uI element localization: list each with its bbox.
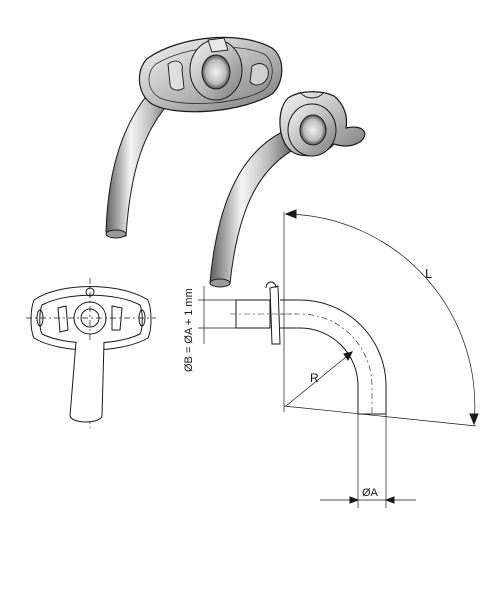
tube1-lock-right [249, 63, 269, 86]
tube2-flange-notch [299, 91, 325, 99]
label-length: L [425, 266, 432, 281]
front-view-stem [69, 341, 105, 423]
side-view-flange [269, 285, 281, 345]
front-view-plate-inner [39, 294, 143, 344]
side-view-clip [265, 281, 277, 289]
length-arc [285, 213, 476, 425]
side-view-outline [198, 209, 479, 508]
side-view-tube-mid [280, 313, 373, 414]
dim-a-arrow-left [349, 496, 360, 504]
front-view-outline [26, 278, 156, 428]
tube2-opening [299, 114, 327, 146]
tube-with-flange-illustration [209, 91, 366, 288]
radius-line [285, 351, 353, 407]
length-arrow-bottom [469, 413, 479, 426]
radius-center-h [283, 405, 477, 427]
label-outer-diameter-formula: ØB = ØA + 1 mm [183, 288, 195, 372]
length-arrow-top [284, 209, 297, 219]
dim-a-arrow-right [384, 496, 395, 504]
tube1-top-clip [207, 37, 229, 53]
front-view-slot-left [36, 309, 44, 327]
front-view-lock-left [57, 305, 69, 333]
tube1-lock-left [167, 60, 185, 91]
radius-arrow [343, 351, 353, 361]
tube-with-shield-illustration [105, 36, 283, 239]
side-view-tube-outer [280, 299, 387, 414]
tube2-body [209, 129, 301, 285]
front-view-slot-right [138, 309, 146, 327]
tube2-tip [209, 278, 231, 288]
label-inner-diameter: ØA [362, 487, 379, 499]
side-view-tube-inner [280, 327, 359, 414]
tube1-opening [201, 54, 231, 90]
tube1-tip [105, 229, 127, 239]
front-view-lock-right [111, 305, 123, 331]
front-view-top-clip [85, 287, 95, 297]
label-radius: R [310, 371, 319, 385]
